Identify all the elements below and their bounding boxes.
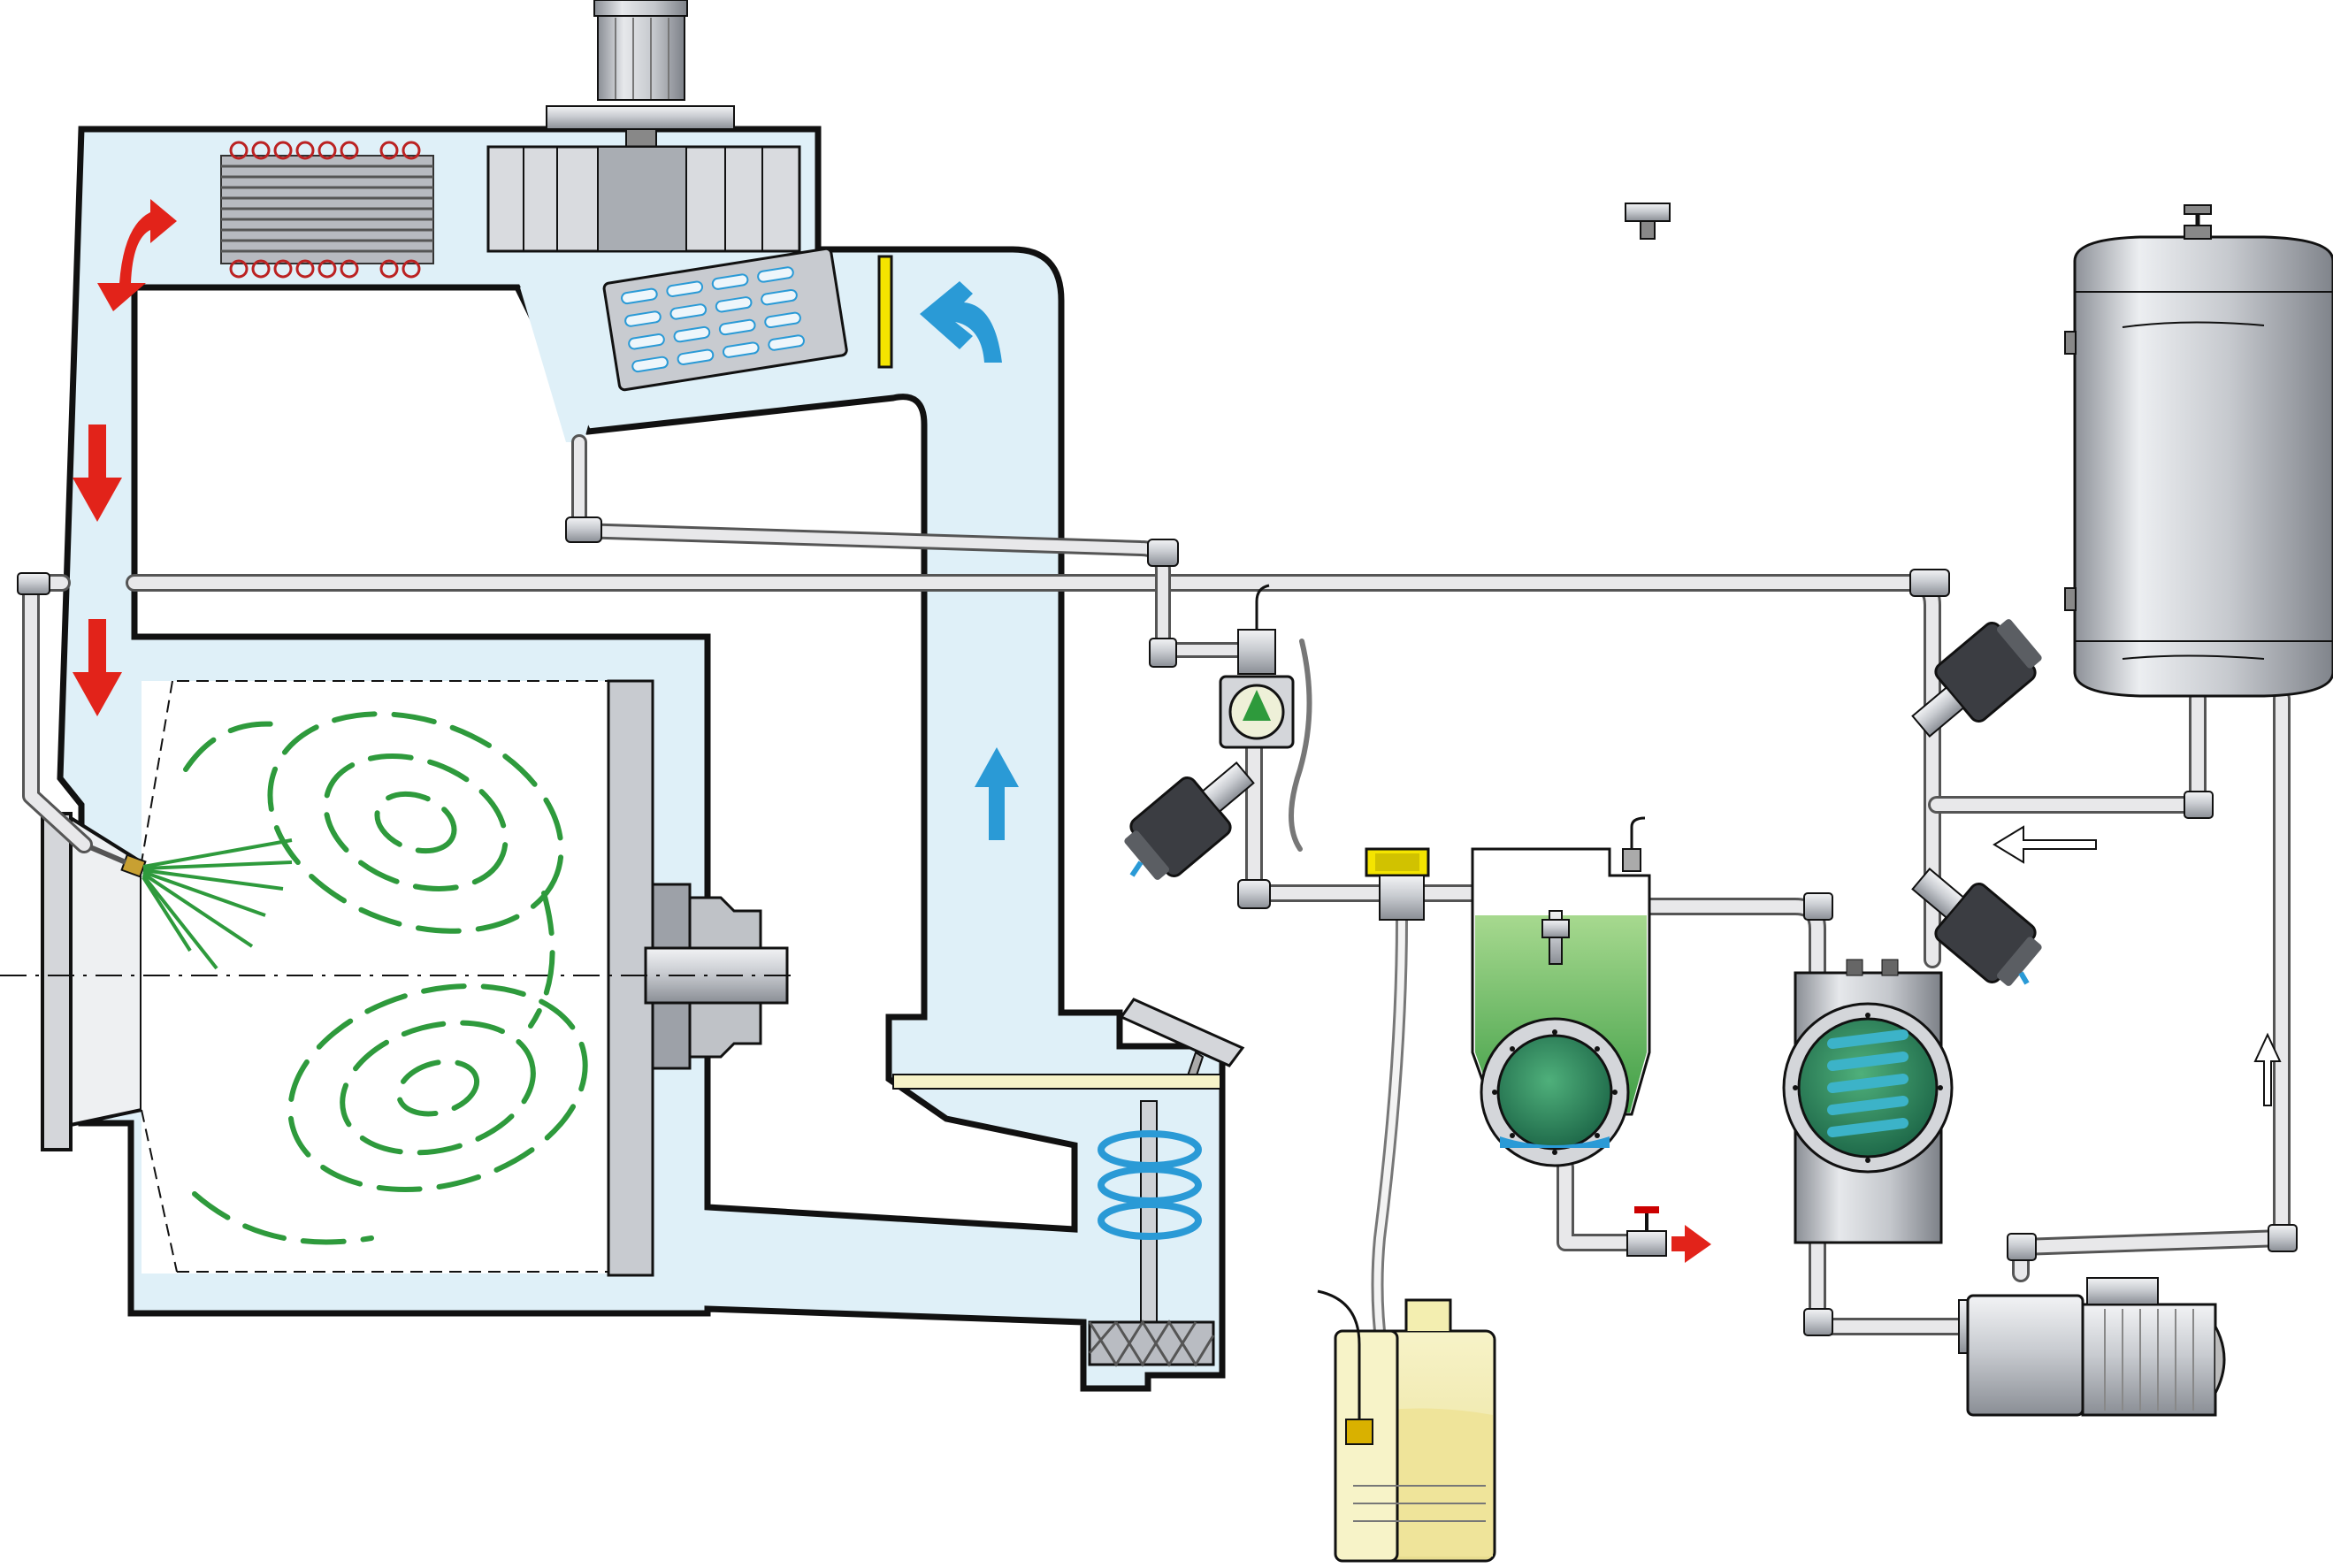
detergent-canister [1317, 1289, 1496, 1563]
door-frame [41, 812, 73, 1151]
cooling-coil-icon [602, 247, 848, 392]
fan-wheel [486, 145, 801, 253]
drain-valve-icon [1626, 1206, 1711, 1263]
cleaning-drum [0, 679, 796, 1277]
flow-arrow-icon [1993, 825, 2282, 1106]
pump-motor-icon [1958, 1277, 2226, 1417]
humidity-sensor-indicator [877, 255, 893, 369]
valve-actuator-icon [1124, 619, 2042, 986]
filter-swirl [1098, 1130, 1202, 1240]
filter-lid [1119, 998, 1245, 1067]
housing-inner-void [131, 284, 1078, 1233]
filter-mesh [1088, 1320, 1215, 1366]
solvent-storage-tank [1625, 203, 2333, 698]
drum-left-edge [141, 680, 178, 1273]
pipe-fittings [17, 516, 2298, 1336]
garment-tumble-swirls [183, 711, 588, 1245]
cold-air-arrow-icon [920, 281, 1019, 840]
lint-filter [892, 998, 1245, 1367]
water-separator [1365, 816, 1651, 1167]
distillation-unit [1782, 959, 1954, 1244]
hot-air-arrow-icon [73, 199, 177, 716]
drum-body [142, 681, 610, 1274]
fan-chamber-step [520, 287, 591, 442]
heater-coil-icon [220, 141, 434, 279]
sight-glass [1219, 584, 1295, 749]
fan-motor-icon [546, 0, 735, 148]
